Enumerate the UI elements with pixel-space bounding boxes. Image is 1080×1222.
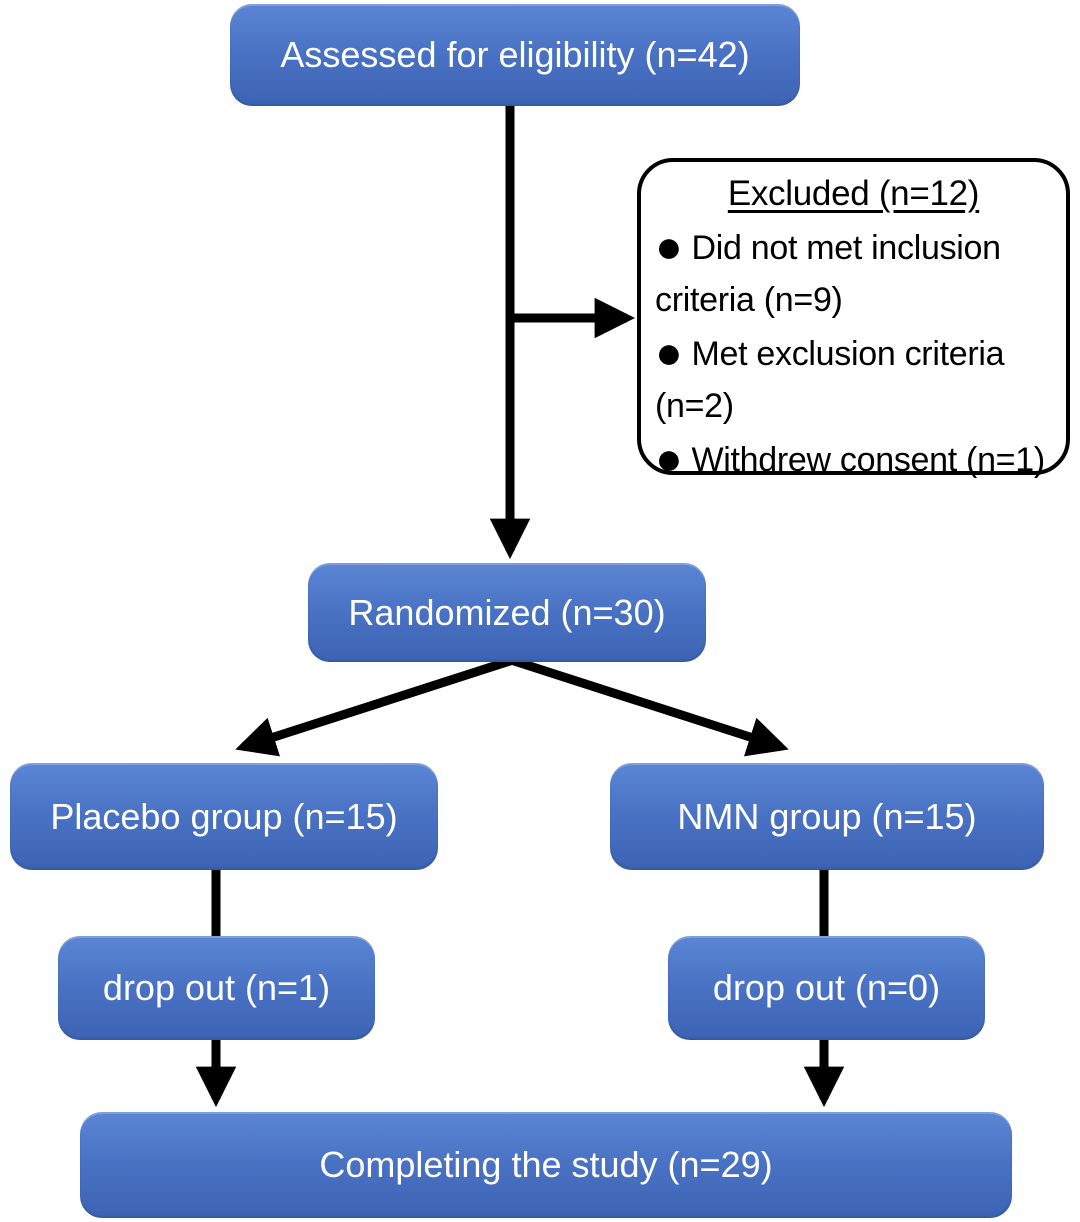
node-nmn-group: NMN group (n=15) <box>610 763 1044 870</box>
node-label: drop out (n=1) <box>102 967 331 1008</box>
connector-randomized-to-nmn <box>509 655 789 757</box>
node-label: Randomized (n=30) <box>348 591 666 633</box>
excluded-item-text: Did not met inclusion criteria (n=9) <box>655 229 1001 319</box>
node-label: drop out (n=0) <box>712 967 941 1008</box>
bullet-icon: ● <box>655 326 683 378</box>
node-assessed-for-eligibility: Assessed for eligibility (n=42) <box>230 4 800 106</box>
node-excluded: Excluded (n=12) ●Did not met inclusion c… <box>637 158 1070 484</box>
bullet-icon: ● <box>655 432 683 484</box>
node-label: Assessed for eligibility (n=42) <box>280 34 750 75</box>
node-completing-the-study: Completing the study (n=29) <box>80 1112 1012 1218</box>
excluded-item: ●Met exclusion criteria (n=2) <box>655 326 1052 432</box>
node-randomized: Randomized (n=30) <box>308 563 706 662</box>
node-dropout-placebo: drop out (n=1) <box>58 936 375 1040</box>
node-label: Completing the study (n=29) <box>319 1144 773 1185</box>
excluded-item-text: Met exclusion criteria (n=2) <box>655 335 1005 425</box>
connector-randomized-to-placebo <box>235 655 515 757</box>
node-placebo-group: Placebo group (n=15) <box>10 763 438 870</box>
bullet-icon: ● <box>655 220 683 272</box>
excluded-title: Excluded (n=12) <box>727 174 980 213</box>
node-label: NMN group (n=15) <box>677 795 977 837</box>
excluded-item: ●Did not met inclusion criteria (n=9) <box>655 220 1052 326</box>
node-label: Placebo group (n=15) <box>50 795 398 837</box>
node-dropout-nmn: drop out (n=0) <box>668 936 985 1040</box>
excluded-item-text: Withdrew consent (n=1) <box>691 441 1045 479</box>
excluded-item: ●Withdrew consent (n=1) <box>655 432 1052 486</box>
